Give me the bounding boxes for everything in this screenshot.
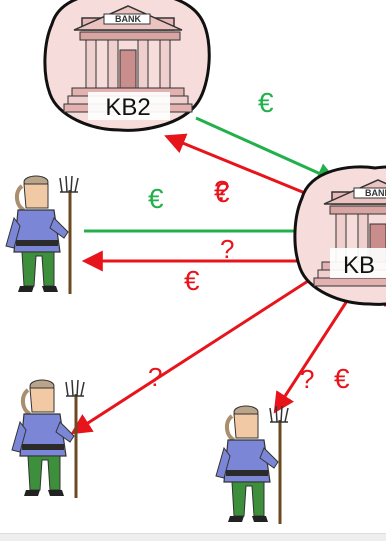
bottom-bar [0, 533, 386, 541]
label-kb-to-kb2-b: € [214, 177, 230, 208]
bank-kb-sign: BANK [365, 188, 386, 198]
arrow-kb2-to-kb-euro [195, 116, 338, 183]
bank-kb-label: KB [343, 252, 375, 279]
arrow-kb-to-farmer-left [70, 270, 323, 435]
label-kb-to-farmer-top: ? [220, 234, 234, 264]
farmer-top-left [4, 174, 80, 296]
arrow-kb-to-kb2 [164, 133, 323, 202]
label-kb-to-right: € [334, 363, 350, 394]
bank-kb2-sign: BANK [115, 14, 141, 24]
bank-kb: BANK KB [293, 165, 386, 306]
label-kb-to-farmer-bottom: € [184, 265, 200, 296]
arrows [70, 116, 386, 435]
label-kb-to-kb2-a: ? [214, 175, 230, 206]
bank-kb2-label: KB2 [105, 94, 150, 121]
label-kb-to-farmer-left: ? [148, 362, 162, 392]
bank-kb2: BANK KB2 [43, 0, 211, 132]
label-kb-to-farmer-mid: ? [300, 364, 314, 394]
label-farmer-to-kb: € [148, 183, 164, 214]
farmer-bottom-left [10, 378, 86, 500]
arrow-kb-to-farmer-mid [273, 283, 360, 414]
label-kb2-to-kb: € [258, 87, 274, 118]
farmer-bottom-middle [214, 404, 290, 526]
